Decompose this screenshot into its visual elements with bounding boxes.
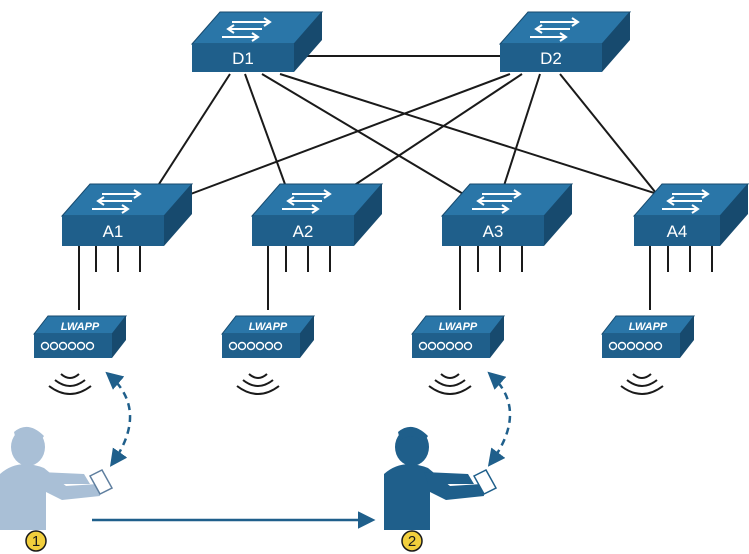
link-d2-a4: [559, 73, 661, 199]
ap-label: LWAPP: [249, 321, 288, 333]
access-point-1: LWAPP: [32, 315, 128, 395]
switch-label: D1: [232, 49, 254, 68]
switch-label: A2: [293, 222, 314, 241]
switch-d1: D1: [190, 11, 324, 72]
switch-arrows-icon: [472, 189, 522, 214]
association-arrow-1: [105, 371, 132, 467]
user-with-tablet-icon: [384, 426, 484, 530]
access-point-4: LWAPP: [600, 315, 696, 395]
port-cables: [267, 246, 331, 310]
switch-arrows-icon: [282, 189, 332, 214]
step-marker-2: 2: [401, 530, 423, 552]
step-marker-1: 1: [25, 530, 47, 552]
wireless-signal-icon: [428, 373, 472, 395]
switch-label: A4: [667, 222, 688, 241]
step-label: 1: [32, 533, 40, 550]
port-cables: [459, 246, 523, 310]
antenna-leds-icon: [608, 341, 663, 351]
step-label: 2: [408, 533, 416, 550]
association-arrow-2: [487, 371, 512, 467]
wireless-client-2: 2: [384, 426, 498, 552]
tablet-icon: [88, 469, 114, 495]
switch-arrows-icon: [662, 189, 710, 214]
ap-label: LWAPP: [61, 321, 100, 333]
wireless-signal-icon: [620, 373, 664, 395]
port-cables: [649, 246, 713, 310]
switch-a1: A1: [60, 183, 194, 310]
wireless-signal-icon: [48, 373, 92, 395]
port-cables: [78, 246, 141, 310]
link-d2-a2: [334, 73, 523, 199]
antenna-leds-icon: [40, 341, 95, 351]
antenna-leds-icon: [418, 341, 473, 351]
tablet-icon: [472, 469, 498, 495]
switch-label: D2: [540, 49, 562, 68]
link-d1-a2: [244, 73, 291, 199]
ap-label: LWAPP: [629, 321, 668, 333]
link-d1-a4: [279, 73, 671, 199]
switch-d2: D2: [498, 11, 632, 72]
wireless-client-1: 1: [0, 426, 114, 552]
switch-arrows-icon: [92, 189, 142, 214]
switch-label: A3: [483, 222, 504, 241]
switch-label: A1: [103, 222, 124, 241]
switch-links: [149, 55, 671, 199]
antenna-leds-icon: [228, 341, 283, 351]
switch-a4: A4: [632, 183, 749, 310]
ap-label: LWAPP: [439, 321, 478, 333]
switch-a2: A2: [250, 183, 384, 310]
link-d1-a1: [149, 73, 231, 199]
switch-a3: A3: [440, 183, 574, 310]
access-point-3: LWAPP: [410, 315, 506, 395]
user-with-tablet-icon: [0, 426, 100, 530]
link-d1-a3: [261, 73, 471, 199]
switch-arrows-icon: [222, 17, 272, 42]
link-d2-a1: [179, 73, 511, 199]
switch-arrows-icon: [530, 17, 580, 42]
link-d2-a3: [499, 73, 541, 199]
access-point-2: LWAPP: [220, 315, 316, 395]
wireless-signal-icon: [236, 373, 280, 395]
